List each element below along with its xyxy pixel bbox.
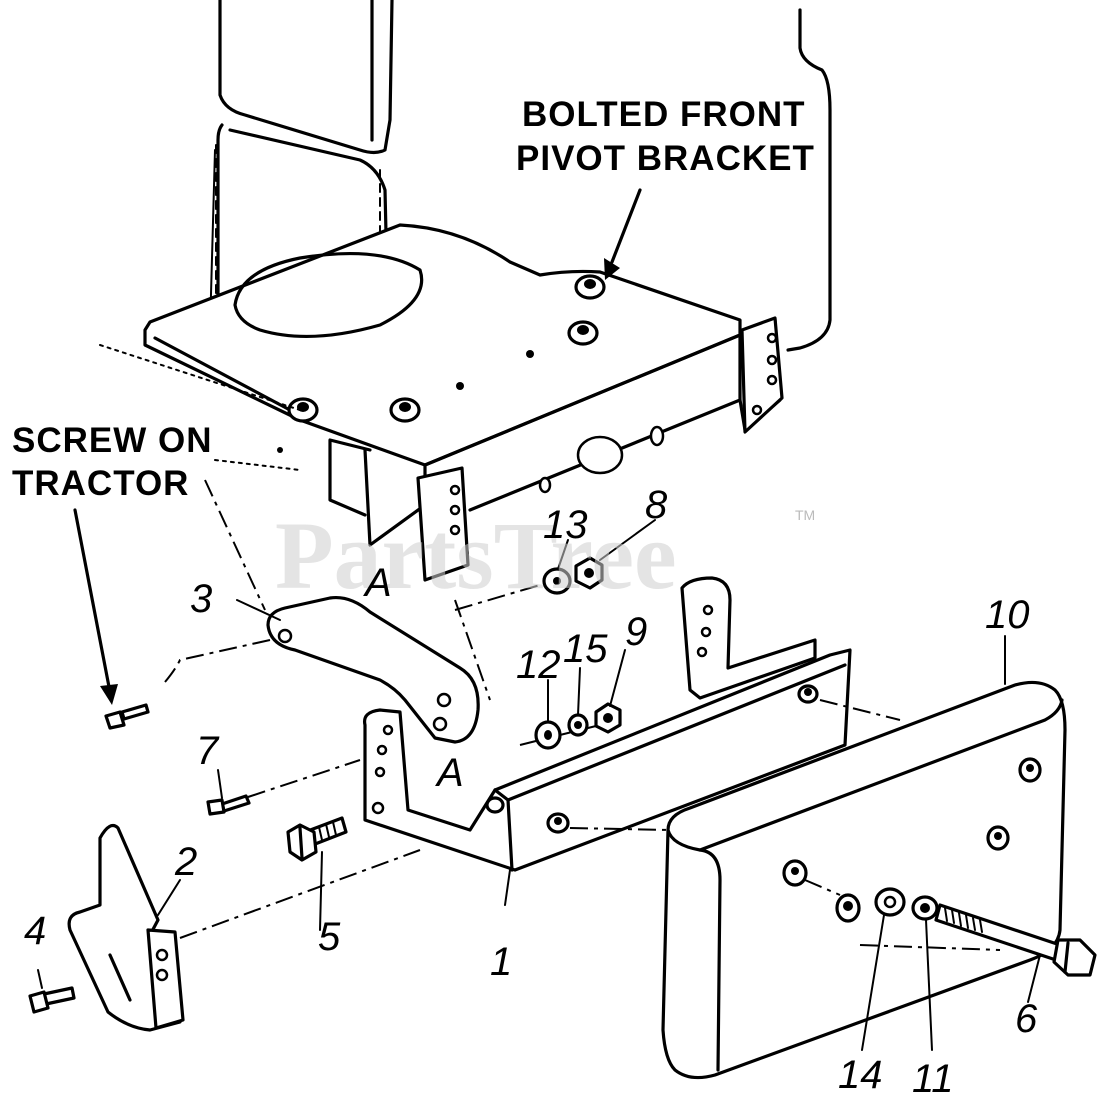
pan-bolt [287,397,319,423]
part-5-bolt [286,816,348,862]
callout-15[interactable]: 15 [563,627,608,671]
reference-a-upper: A [363,561,392,605]
callout-2[interactable]: 2 [174,840,197,884]
part-2-side-plate [67,824,421,1032]
part-7-screw [206,759,361,816]
label-tractor: TRACTOR [12,464,189,503]
callout-8[interactable]: 8 [645,483,668,527]
bolted-front-arrow [604,188,642,280]
part-8-nut [574,556,604,590]
weight-hole [986,825,1010,851]
part-4-bolt [28,986,76,1014]
part-6-long-bolt [934,903,1097,977]
part-9-nut [594,702,622,734]
bracket-stud [485,796,505,814]
part-12-washer [534,720,562,750]
reference-a-lower: A [435,751,464,795]
pan-bolt [574,274,606,300]
pan-bolt [567,320,599,346]
leaders [37,519,1041,1051]
bracket-stud [546,812,570,834]
screw-on-tractor-arrow [73,508,118,705]
watermark-trademark: TM [795,507,815,523]
label-bolted-front: BOLTED FRONT [522,95,806,134]
part-15-lock-washer [567,713,589,737]
part-11-lock-washer [911,895,939,921]
part-10-weight [569,680,1067,1080]
callout-3[interactable]: 3 [190,577,212,621]
callout-14[interactable]: 14 [838,1053,883,1097]
callout-11[interactable]: 11 [912,1057,954,1101]
tractor-frame [99,223,784,582]
watermark: PartsTree [275,502,677,609]
part-14-washer [874,887,906,917]
weight-hole [835,893,861,923]
pan-bolt [389,397,421,423]
callout-9[interactable]: 9 [625,610,647,654]
callout-7[interactable]: 7 [196,729,220,773]
part-13-washer [542,567,572,595]
weight-hole [782,859,808,887]
tractor-screw [104,703,150,730]
callout-5[interactable]: 5 [318,915,341,959]
callout-10[interactable]: 10 [985,593,1030,637]
bracket-stud [797,684,819,704]
weight-hole [1018,757,1042,783]
callout-4[interactable]: 4 [24,909,46,953]
callout-6[interactable]: 6 [1015,997,1038,1041]
callout-12[interactable]: 12 [516,643,561,687]
callout-1[interactable]: 1 [490,940,512,984]
label-screw-on: SCREW ON [12,421,213,460]
part-1-main-bracket [362,576,852,872]
part-3-link-arm [164,479,491,744]
label-pivot-bracket: PIVOT BRACKET [516,139,815,178]
callout-13[interactable]: 13 [543,503,588,547]
